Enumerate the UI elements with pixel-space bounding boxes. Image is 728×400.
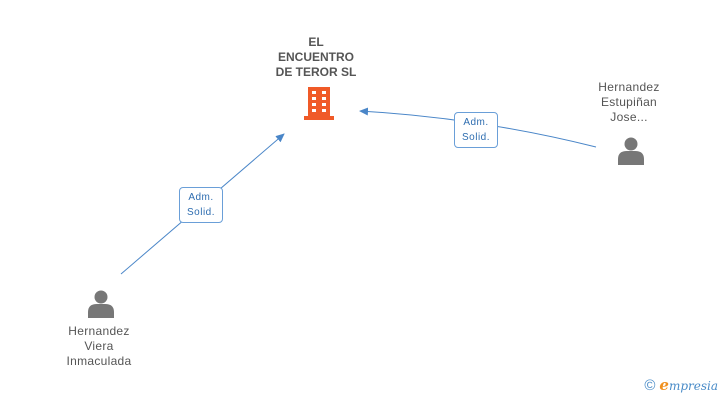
person-icon[interactable]: [86, 288, 116, 318]
person-name-right[interactable]: Hernandez Estupiñan Jose...: [598, 80, 660, 124]
copyright-icon: ©: [644, 376, 656, 394]
relation-label-left[interactable]: Adm. Solid.: [179, 187, 224, 223]
building-icon[interactable]: [302, 85, 336, 121]
person-name-left[interactable]: Hernandez Viera Inmaculada: [66, 324, 132, 368]
brand-logo: empresia: [659, 376, 718, 394]
brand-footer: © empresia: [644, 376, 718, 394]
person-icon[interactable]: [616, 135, 646, 165]
relation-label-right[interactable]: Adm. Solid.: [454, 112, 499, 148]
company-name[interactable]: EL ENCUENTRO DE TEROR SL: [275, 35, 357, 79]
